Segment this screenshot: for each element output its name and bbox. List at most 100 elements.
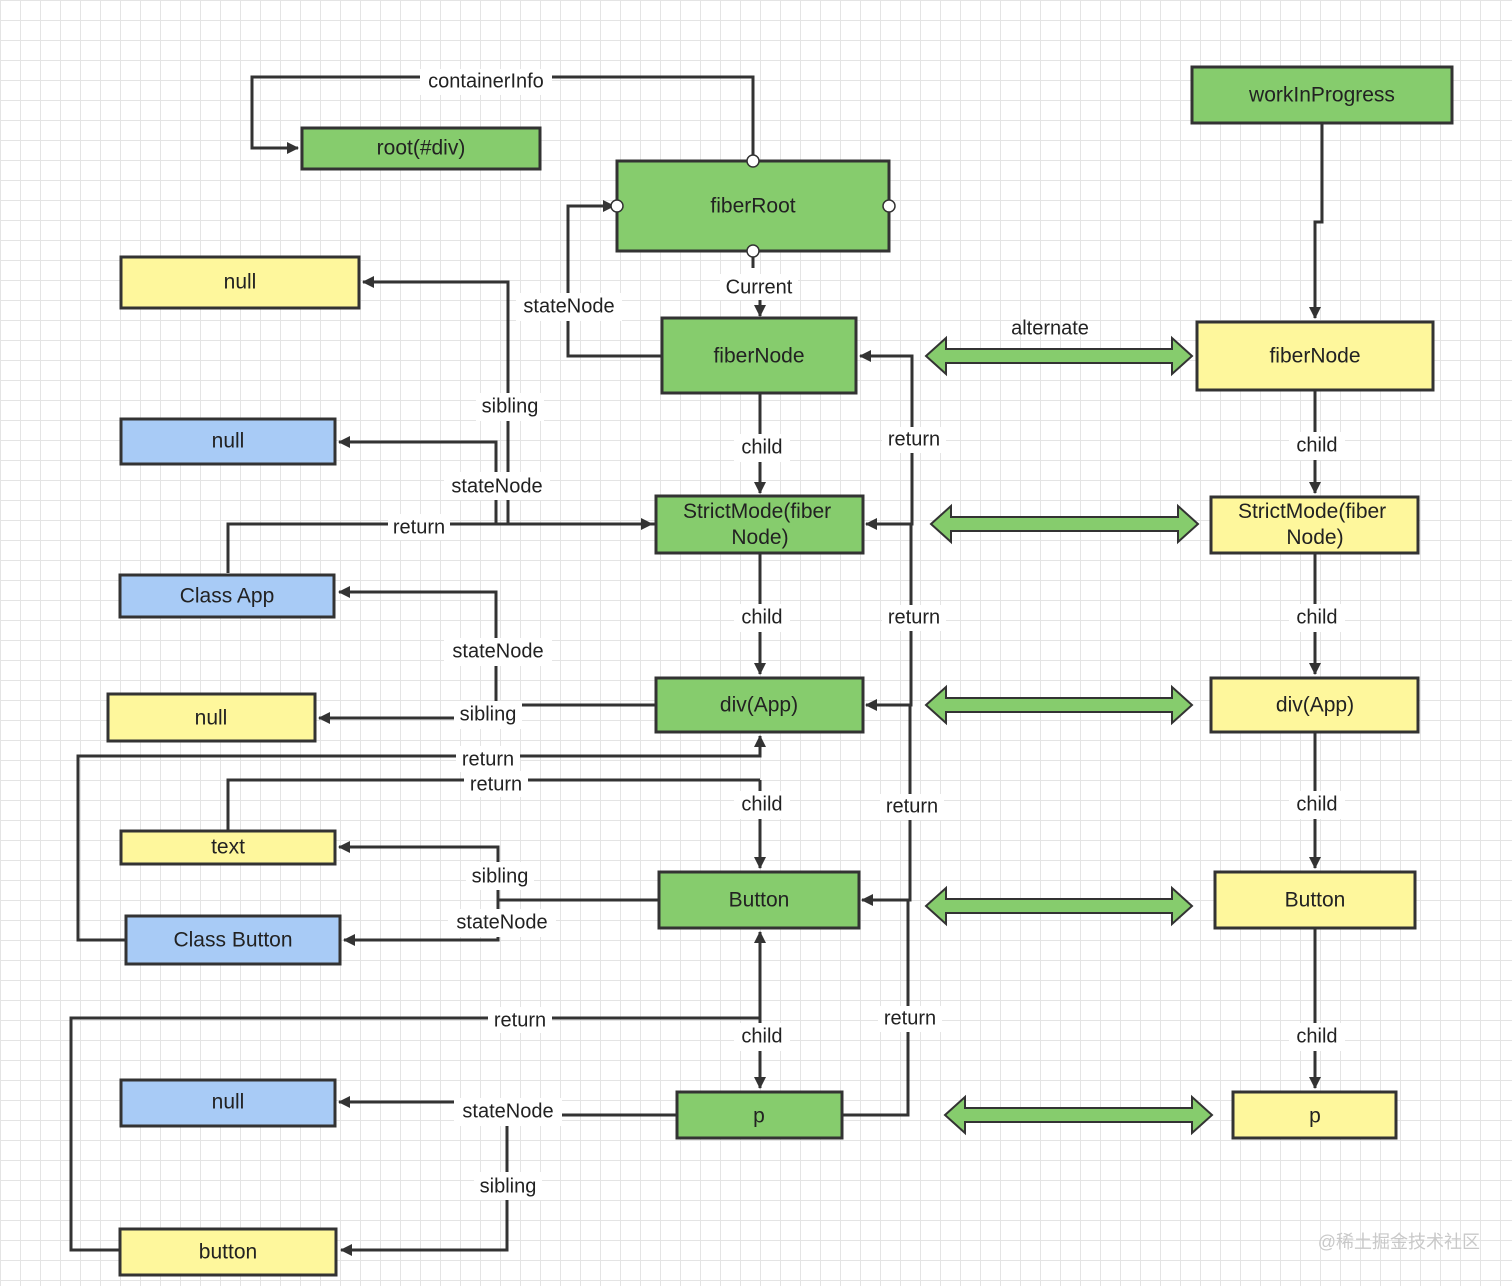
label-bg — [516, 293, 622, 321]
label-bg — [454, 1098, 562, 1126]
p-wip-label: p — [1309, 1105, 1321, 1128]
button-current — [657, 870, 861, 930]
work-in-progress-label: workInProgress — [1248, 84, 1395, 107]
label-bg — [388, 514, 450, 540]
return-class-button-edge — [76, 735, 766, 942]
null-node-1-label: null — [224, 271, 257, 294]
label-bg — [734, 791, 790, 819]
fiber-node-wip — [1195, 320, 1435, 392]
child-label-3: child — [741, 793, 782, 815]
label-bg — [882, 427, 946, 453]
strict-mode-current-label: StrictMode(fiber Node) — [683, 500, 837, 549]
wip-child-label-2: child — [1296, 606, 1337, 628]
label-bg — [420, 69, 552, 95]
container-info-label: containerInfo — [428, 70, 544, 92]
return-class-button-label: return — [462, 748, 514, 770]
label-bg — [474, 1172, 542, 1200]
strict-mode-wip-line1: StrictMode(fiber — [1238, 500, 1386, 523]
sibling-button-el-label: sibling — [480, 1175, 537, 1197]
div-app-current-label: div(App) — [720, 694, 798, 717]
state-node-null4-label: stateNode — [462, 1100, 553, 1122]
div-app-wip-label: div(App) — [1276, 694, 1354, 717]
alternate-arrow-5 — [943, 1094, 1214, 1136]
label-bg — [476, 393, 544, 421]
label-bg — [734, 434, 790, 462]
label-bg — [488, 1007, 552, 1033]
alternate-label: alternate — [1011, 317, 1089, 339]
p-current — [675, 1090, 844, 1140]
label-bg — [448, 909, 556, 937]
label-bg — [444, 638, 552, 666]
button-wip — [1213, 870, 1417, 930]
child-label-2: child — [741, 606, 782, 628]
fiber-node-wip-label: fiberNode — [1269, 345, 1360, 368]
fiber-root-port-top — [746, 154, 760, 168]
watermark: @稀土掘金技术社区 — [1318, 1232, 1480, 1252]
current-label: Current — [726, 276, 793, 298]
null-node-2 — [119, 417, 337, 466]
null-node-2-label: null — [212, 430, 245, 453]
state-node-null2-label: stateNode — [451, 475, 542, 497]
button-element-label: button — [199, 1241, 257, 1264]
label-bg — [734, 604, 790, 632]
edge-labels: containerInfo Current alternate stateNod… — [388, 69, 1345, 1200]
label-bg — [878, 1006, 942, 1032]
alternate-arrow-3 — [924, 684, 1194, 726]
state-node-root-label: stateNode — [523, 295, 614, 317]
root-div-label: root(#div) — [377, 137, 466, 160]
label-bg — [882, 605, 946, 631]
alternate-arrow-2 — [929, 503, 1200, 545]
text-node — [119, 829, 337, 866]
return-button-el-label: return — [494, 1009, 546, 1031]
return-text-label: return — [470, 773, 522, 795]
wip-child-label-3: child — [1296, 793, 1337, 815]
return-button-el-edge — [69, 931, 766, 1252]
label-bg — [1289, 1023, 1345, 1051]
label-bg — [466, 862, 534, 890]
root-div-node — [300, 126, 542, 171]
null-node-1 — [119, 255, 361, 310]
strict-mode-wip-line2: Node) — [1286, 526, 1343, 549]
label-bg — [880, 794, 944, 820]
sibling-null3-label: sibling — [460, 703, 517, 725]
null-node-3 — [106, 692, 317, 743]
sibling-text-label: sibling — [472, 865, 529, 887]
wip-child-label-1: child — [1296, 434, 1337, 456]
class-button-node — [124, 914, 342, 966]
state-node-class-app-label: stateNode — [452, 640, 543, 662]
state-node-class-button-label: stateNode — [456, 911, 547, 933]
null-node-4-label: null — [212, 1091, 245, 1114]
p-current-label: p — [753, 1105, 765, 1128]
strict-mode-wip — [1209, 495, 1420, 555]
return-label-1: return — [888, 428, 940, 450]
strict-mode-current — [654, 494, 865, 555]
button-element-node — [118, 1227, 338, 1277]
p-wip — [1231, 1090, 1398, 1140]
work-in-progress-node — [1190, 65, 1454, 125]
label-bg — [464, 771, 528, 797]
label-bg — [720, 274, 798, 300]
label-bg — [444, 472, 550, 500]
null-node-3-label: null — [195, 707, 228, 730]
class-app-node — [118, 573, 336, 619]
fiber-root-label: fiberRoot — [710, 195, 795, 218]
container-info-edge — [250, 75, 755, 162]
sibling-null1-label: sibling — [482, 395, 539, 417]
label-bg — [1289, 604, 1345, 632]
fiber-root-port-bottom — [746, 244, 760, 258]
return-label-4: return — [884, 1007, 936, 1029]
sibling-button-el-edge — [340, 1115, 509, 1256]
return-trunk — [843, 350, 914, 1117]
button-wip-label: Button — [1285, 889, 1346, 912]
class-app-label: Class App — [180, 585, 275, 608]
div-app-current — [654, 676, 865, 734]
return-class-app-edge — [226, 518, 653, 573]
fiber-root-port-left — [610, 199, 624, 213]
fiber-node-current-label: fiberNode — [713, 345, 804, 368]
wip-child-label-4: child — [1296, 1025, 1337, 1047]
alternate-arrow-1 — [924, 335, 1194, 377]
strict-mode-current-line1: StrictMode(fiber — [683, 500, 831, 523]
label-bg — [454, 701, 522, 729]
strict-mode-current-line2: Node) — [731, 526, 788, 549]
return-label-2: return — [888, 606, 940, 628]
